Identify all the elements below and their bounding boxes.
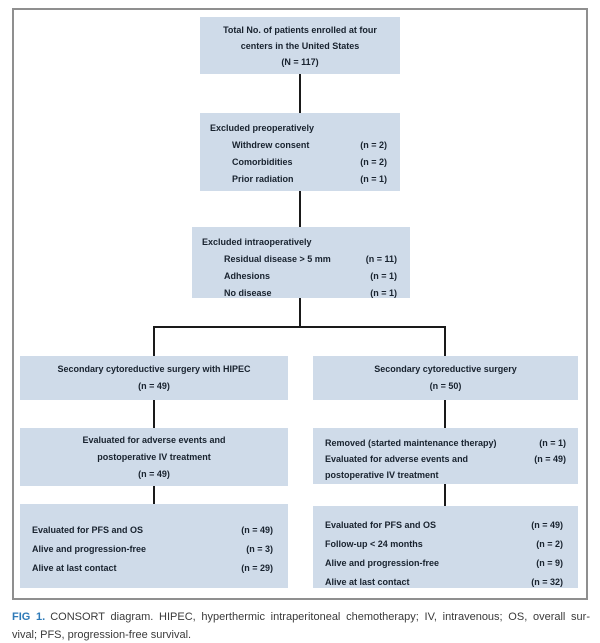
stat-row: Alive at last contact (n = 29) [32,559,273,578]
stat-label: Adhesions [224,271,271,281]
caption-text: CONSORT diagram. HIPEC, hyperthermic int… [50,611,591,623]
stat-value: (n = 1) [539,438,566,448]
figure-number-label: FIG 1. [12,611,46,623]
stat-value: (n = 32) [531,577,563,587]
stat-label: No disease [224,288,272,298]
box-text-line: (n = 49) [138,381,170,391]
connector-branch-right-stub [444,326,446,356]
caption-line-2: vival; PFS, progression-free survival. [12,629,192,641]
stat-label: Alive and progression-free [325,558,440,568]
caption-line-1: FIG 1. CONSORT diagram. HIPEC, hypertherm… [12,608,590,626]
box-text-line: Evaluated for adverse events and [82,434,226,445]
stat-value: (n = 49) [534,454,566,464]
stat-label: Removed (started maintenance therapy) [325,438,497,448]
box-text-line: centers in the United States [240,40,360,51]
stat-row: Withdrew consent (n = 2) [210,137,387,154]
box-text-line: Secondary cytoreductive surgery [374,364,517,374]
stat-label: Residual disease > 5 mm [224,254,331,264]
box-outcomes-left: Evaluated for PFS and OS (n = 49) Alive … [20,504,288,588]
stat-row: Evaluated for PFS and OS (n = 49) [325,516,563,535]
connector-intraop-to-branch [299,298,301,328]
stat-row: Comorbidities (n = 2) [210,154,387,171]
stat-value: (n = 29) [241,563,273,573]
box-arm-surgery-only: Secondary cytoreductive surgery (n = 50) [313,356,578,400]
box-text-line: (N = 117) [281,56,319,67]
stat-label: Alive at last contact [325,577,410,587]
box-total-enrolled: Total No. of patients enrolled at four c… [200,17,400,74]
figure-caption: FIG 1. CONSORT diagram. HIPEC, hypertherm… [12,608,590,643]
stat-label: Follow-up < 24 months [325,539,423,549]
stat-row: Alive at last contact (n = 32) [325,573,563,592]
box-text-line: Total No. of patients enrolled at four [223,24,377,35]
stat-row: Adhesions (n = 1) [202,268,397,285]
stat-row: Evaluated for adverse events and (n = 49… [325,451,566,467]
stat-label: Alive and progression-free [32,544,147,554]
stat-row: Evaluated for PFS and OS (n = 49) [32,521,273,540]
stat-row: Residual disease > 5 mm (n = 11) [202,251,397,268]
box-adverse-events-right: Removed (started maintenance therapy) (n… [313,428,578,484]
stat-value: (n = 2) [360,140,387,150]
connector-scs-to-ae [444,400,446,428]
stat-value: (n = 2) [360,157,387,167]
stat-row: Removed (started maintenance therapy) (n… [325,435,566,451]
stat-row: Prior radiation (n = 1) [210,171,387,188]
connector-branch-horizontal [153,326,446,328]
stat-row: Alive and progression-free (n = 9) [325,554,563,573]
box-excluded-intraoperatively: Excluded intraoperatively Residual disea… [192,227,410,298]
connector-ae-to-outcome-left [153,486,155,504]
stat-row: Follow-up < 24 months (n = 2) [325,535,563,554]
box-text-line: postoperative IV treatment [97,451,211,462]
stat-row: postoperative IV treatment [325,467,566,483]
connector-hipec-to-ae [153,400,155,428]
box-excluded-preoperatively: Excluded preoperatively Withdrew consent… [200,113,400,191]
stat-value: (n = 11) [365,254,397,264]
stat-label: Evaluated for PFS and OS [325,520,437,530]
stat-value: (n = 9) [536,558,563,568]
stat-label: postoperative IV treatment [325,470,439,480]
connector-total-to-preop [299,74,301,113]
stat-value: (n = 1) [370,271,397,281]
box-text-line: (n = 50) [429,381,462,391]
stat-value: (n = 49) [531,520,563,530]
stat-value: (n = 3) [246,544,273,554]
box-text-line: (n = 49) [138,468,170,479]
connector-preop-to-intraop [299,191,301,227]
stat-value: (n = 1) [370,288,397,298]
box-header: Excluded preoperatively [210,123,315,133]
box-header: Excluded intraoperatively [202,237,312,247]
stat-label: Evaluated for PFS and OS [32,525,144,535]
connector-branch-left-stub [153,326,155,356]
stat-row: No disease (n = 1) [202,285,397,302]
connector-ae-to-outcome-right [444,484,446,506]
stat-label: Prior radiation [232,174,294,184]
stat-value: (n = 49) [241,525,273,535]
box-text-line: Secondary cytoreductive surgery with HIP… [57,364,251,374]
stat-label: Alive at last contact [32,563,117,573]
stat-row: Alive and progression-free (n = 3) [32,540,273,559]
stat-label: Comorbidities [232,157,293,167]
stat-value: (n = 1) [360,174,387,184]
box-arm-hipec: Secondary cytoreductive surgery with HIP… [20,356,288,400]
stat-value: (n = 2) [536,539,563,549]
box-adverse-events-left: Evaluated for adverse events and postope… [20,428,288,486]
stat-label: Evaluated for adverse events and [325,454,469,464]
stat-label: Withdrew consent [232,140,310,150]
box-outcomes-right: Evaluated for PFS and OS (n = 49) Follow… [313,506,578,588]
